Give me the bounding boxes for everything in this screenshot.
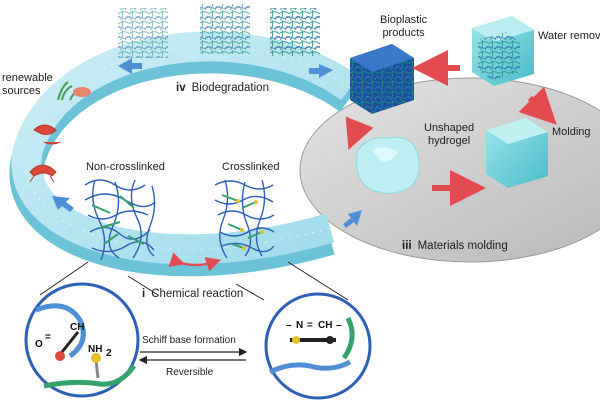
stage-chemical-reaction: i Chemical reaction [142,288,243,301]
process-ring [9,31,361,277]
stage-numeral: iv [176,82,186,94]
unshaped-line-2: hydrogel [427,135,471,147]
unshaped-hydrogel [356,136,420,194]
unshaped-line-1: Unshaped [424,122,475,134]
crosslinked-label: Crosslinked [222,161,280,173]
aldehyde-carbon-label: CH [70,322,84,333]
reversible-label: Reversible [166,367,214,378]
stage-numeral: i [142,288,146,300]
aldehyde-inset: O = CH NH 2 [24,282,140,398]
stage-biodegradation: iv Biodegradation [176,82,269,95]
amine-label: NH [88,344,102,355]
molding-cube [486,118,548,188]
molding-label: Molding [552,126,591,138]
water-removal-label: Water remova [538,30,600,42]
reversible-arrow [168,252,222,272]
non-crosslinked-label: Non-crosslinked [86,161,165,173]
stage-numeral: iii [402,240,412,252]
imine-dash-left-label: – [286,320,292,331]
degrading-cubes [118,4,320,58]
stage-label: Biodegradation [191,82,269,94]
imine-bond-label: = [307,320,313,331]
non-crosslinked-network [84,179,156,261]
bioplastic-line-1: Bioplastic [380,14,428,26]
nitrogen-atom-label: N [296,320,303,331]
double-bond-label: = [45,332,51,343]
stage-label: Chemical reaction [151,288,244,300]
water-removal-cube [472,16,534,86]
crosslinked-network [214,179,275,259]
imine-carbon-label: CH [318,320,332,331]
molding-cycle-arrows [345,50,557,206]
bioplastic-cube [350,44,414,114]
renewable-sources-icons [29,81,91,183]
reaction-arrows [138,347,248,365]
schiff-base-label: Schiff base formation [142,335,236,346]
stage-materials-molding: iii Materials molding [402,240,508,253]
renewable-line-1: renewable [2,72,53,84]
bioplastic-line-2: products [382,27,425,39]
stage-label: Materials molding [417,240,508,252]
inset-leader-lines [39,261,349,301]
renewable-line-2: sources [2,85,41,97]
ring-direction-arrows [52,58,362,228]
oxygen-atom-label: O [35,339,43,350]
molding-platform [299,77,600,263]
imine-dash-right-label: – [336,320,342,331]
amine-subscript-label: 2 [106,348,112,359]
imine-inset: – N = CH – [264,292,372,400]
